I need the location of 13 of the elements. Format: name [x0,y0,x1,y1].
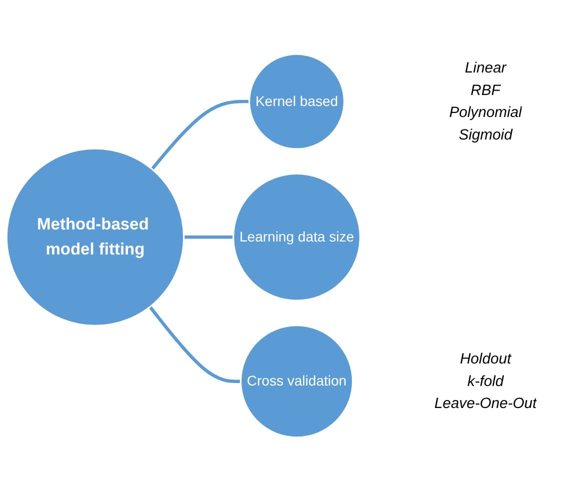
node-circle: Kernel based [248,53,346,150]
node-label: Sigmoid [458,126,512,143]
connector [184,235,234,239]
node-label: k-fold [467,372,504,390]
node-label: Linear [464,59,506,76]
connector [148,306,241,383]
node-label: RBF [470,82,500,98]
node-circle: Method-based model fitting [6,148,185,327]
node-label: Polynomial [449,104,522,120]
node-label: Holdout [460,350,512,367]
node-circle: Cross validation [240,324,354,438]
node-circle: Learning data size [232,172,362,302]
connector [150,100,250,170]
